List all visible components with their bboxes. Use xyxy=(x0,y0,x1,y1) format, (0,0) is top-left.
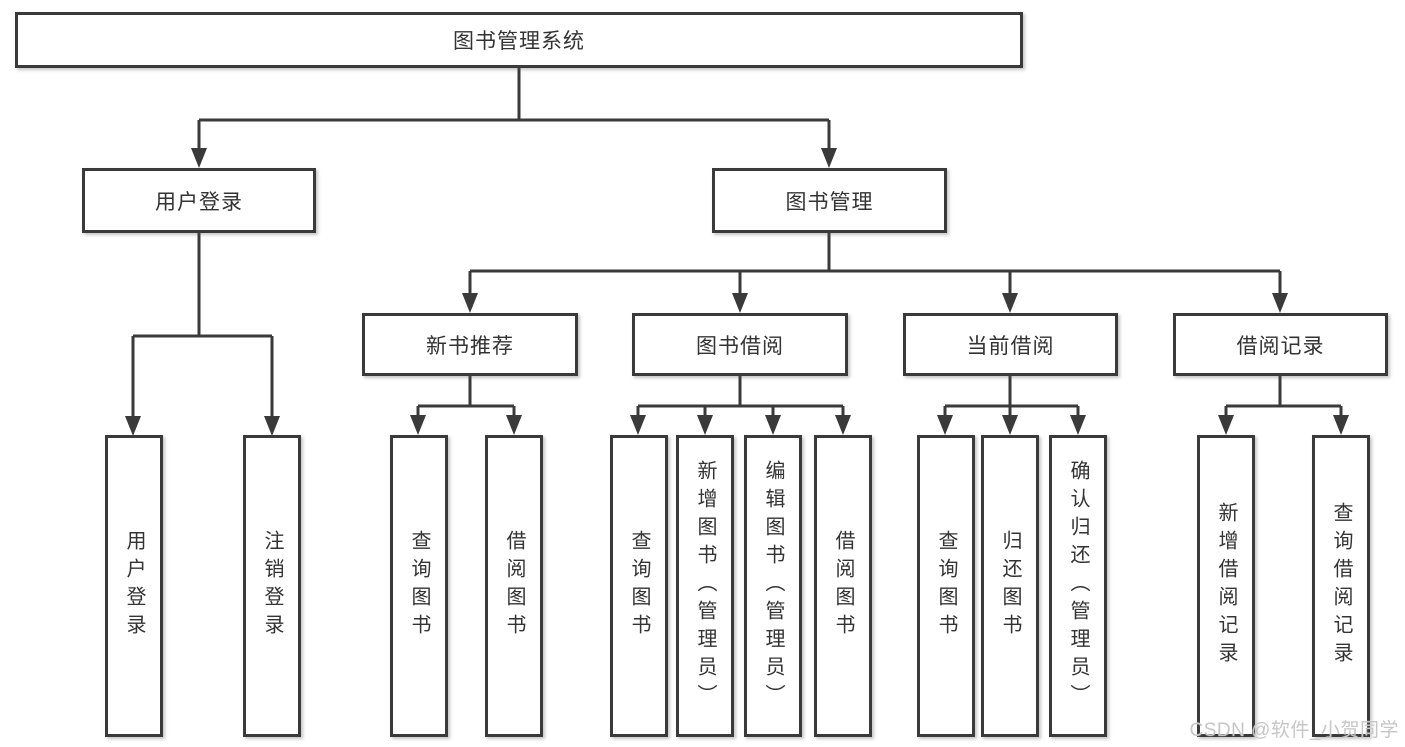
node-book-management-branch: 图书管理 xyxy=(712,168,947,233)
leaf-borrow-query-books: 查询图书 xyxy=(610,435,668,737)
leaf-add-borrow-record: 新增借阅记录 xyxy=(1197,435,1255,737)
node-user-login-branch: 用户登录 xyxy=(82,168,316,233)
node-book-borrow: 图书借阅 xyxy=(632,313,848,376)
arrowheads xyxy=(125,148,1349,436)
leaf-query-borrow-record: 查询借阅记录 xyxy=(1312,435,1370,737)
leaf-logout: 注销登录 xyxy=(243,435,301,737)
leaf-user-login: 用户登录 xyxy=(105,435,163,737)
leaf-add-books-admin: 新增图书（管理员） xyxy=(676,435,734,737)
node-current-borrow: 当前借阅 xyxy=(903,313,1118,376)
leaf-recommend-borrow-books: 借阅图书 xyxy=(485,435,543,737)
node-new-book-recommend: 新书推荐 xyxy=(362,313,578,376)
node-root-system: 图书管理系统 xyxy=(15,12,1023,68)
leaf-confirm-return-admin: 确认归还（管理员） xyxy=(1049,435,1107,737)
leaf-current-query-books: 查询图书 xyxy=(917,435,975,737)
leaf-borrow-books: 借阅图书 xyxy=(814,435,872,737)
leaf-return-books: 归还图书 xyxy=(981,435,1039,737)
leaf-edit-books-admin: 编辑图书（管理员） xyxy=(744,435,802,737)
csdn-watermark: CSDN @软件_小贺同学 xyxy=(1189,720,1399,741)
leaf-recommend-query-books: 查询图书 xyxy=(390,435,448,737)
node-borrow-records: 借阅记录 xyxy=(1173,313,1388,376)
